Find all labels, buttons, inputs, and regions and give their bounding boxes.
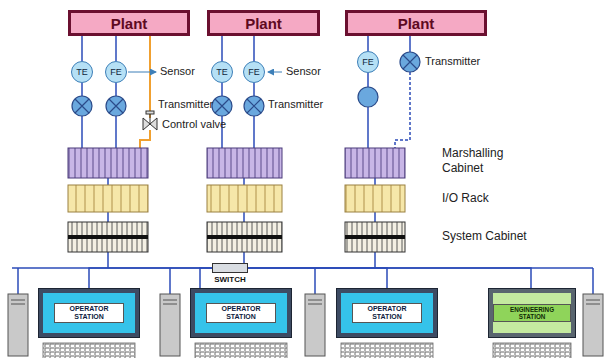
callout-label: Marshalling Cabinet — [442, 146, 530, 176]
monitor-screen: OPERATOR STATION — [43, 293, 135, 333]
sensor-circle: FE — [357, 51, 379, 73]
connector-line — [115, 36, 117, 61]
connector-line — [89, 268, 212, 288]
callout-label: Transmitter — [158, 98, 213, 110]
monitor-screen: OPERATOR STATION — [195, 293, 287, 333]
node-text: Plant — [111, 15, 148, 32]
connector-line — [248, 268, 531, 288]
keyboards — [43, 343, 571, 358]
operator-station: OPERATOR STATION — [336, 288, 438, 338]
connector-line — [221, 36, 223, 61]
sensor-circle: FE — [105, 61, 127, 83]
monitor-screen: ENGINEERING STATION — [493, 293, 571, 333]
sensor-circle: TE — [211, 61, 233, 83]
node-text: ENGINEERING STATION — [493, 304, 571, 322]
sensor-circle: FE — [243, 61, 265, 83]
node-text: OPERATOR STATION — [352, 303, 422, 323]
node-text: SWITCH — [214, 275, 246, 284]
node-text: OPERATOR STATION — [54, 303, 124, 323]
connector-line — [81, 36, 83, 61]
connector-line — [200, 268, 212, 288]
callout-label: Transmitter — [425, 55, 480, 67]
node-text: TE — [216, 67, 228, 77]
connector-line — [367, 36, 369, 51]
callout-label: Transmitter — [268, 98, 323, 110]
plant-box: Plant — [207, 10, 320, 36]
network-switch: SWITCH — [200, 263, 260, 284]
callout-label: Sensor — [160, 65, 195, 77]
node-text: Plant — [245, 15, 282, 32]
connector-line — [248, 268, 387, 288]
node-text: TE — [76, 67, 88, 77]
callout-label: System Cabinet — [442, 229, 527, 243]
switch-box — [212, 263, 248, 273]
plant-box: Plant — [68, 10, 190, 36]
monitor-screen: OPERATOR STATION — [341, 293, 433, 333]
control-line — [140, 36, 150, 148]
operator-station: OPERATOR STATION — [190, 288, 292, 338]
connector-line — [253, 36, 255, 61]
node-text: FE — [248, 67, 260, 77]
sensor-circle: TE — [71, 61, 93, 83]
node-text: Plant — [398, 15, 435, 32]
node-text: FE — [362, 57, 374, 67]
plant-box: Plant — [345, 10, 487, 36]
signal-wires — [12, 36, 593, 294]
callout-label: Control valve — [162, 118, 226, 130]
transmitter-symbols — [72, 52, 420, 116]
operator-station: OPERATOR STATION — [38, 288, 140, 338]
node-text: FE — [110, 67, 122, 77]
engineering-station: ENGINEERING STATION — [488, 288, 576, 338]
control-valve-symbol — [143, 111, 157, 130]
callout-label: I/O Rack — [442, 191, 489, 205]
callout-label: Sensor — [286, 65, 321, 77]
node-text: OPERATOR STATION — [206, 303, 276, 323]
cabinets — [68, 148, 405, 252]
